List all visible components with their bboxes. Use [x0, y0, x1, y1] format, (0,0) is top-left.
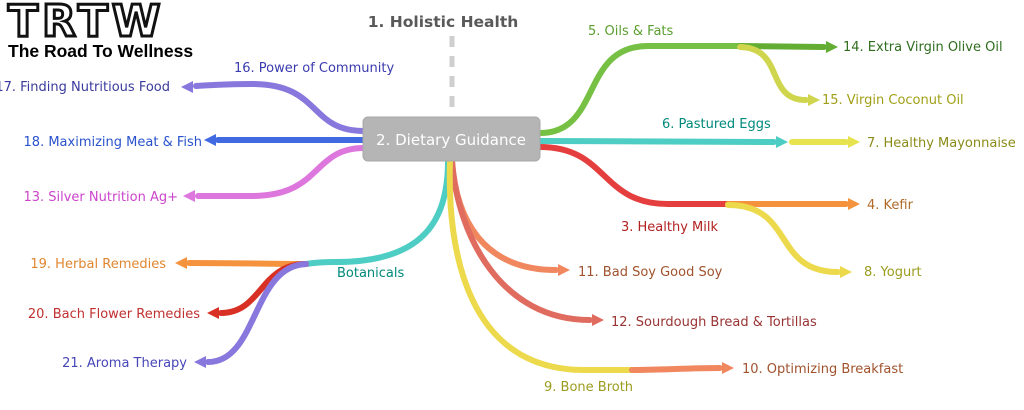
node-dietary-guidance-label[interactable]: 2. Dietary Guidance: [376, 131, 526, 149]
arrowhead-8: [840, 266, 852, 278]
node-optimizing-breakfast[interactable]: 10. Optimizing Breakfast: [742, 362, 903, 377]
trtw-logo: TRTW The Road To Wellness: [7, 0, 238, 62]
node-botanicals[interactable]: Botanicals: [337, 266, 405, 281]
branch-line-10: [629, 365, 723, 373]
branch-line-11: [449, 158, 559, 273]
arrowhead-10: [722, 362, 734, 374]
node-yogurt[interactable]: 8. Yogurt: [864, 265, 922, 280]
node-maximizing-meat-fish[interactable]: 18. Maximizing Meat & Fish: [24, 135, 202, 150]
node-oils-and-fats[interactable]: 5. Oils & Fats: [588, 24, 674, 39]
node-bone-broth[interactable]: 9. Bone Broth: [544, 380, 633, 395]
arrowhead-19: [175, 257, 187, 269]
trtw-logo-title: TRTW: [7, 0, 165, 47]
arrowhead-20: [207, 307, 219, 319]
node-power-of-community[interactable]: 16. Power of Community: [234, 61, 394, 76]
branch-line-20: [218, 261, 309, 316]
node-bach-flower-remedies[interactable]: 20. Bach Flower Remedies: [28, 307, 200, 322]
branch-line-21: [205, 261, 309, 365]
arrowhead-12: [592, 314, 604, 326]
branch-line-5: [537, 43, 743, 136]
branch-line-15: [737, 44, 809, 103]
branch-line-14: [737, 43, 827, 50]
node-finding-nutritious-food[interactable]: 17. Finding Nutritious Food: [0, 80, 170, 95]
node-holistic-health[interactable]: 1. Holistic Health: [368, 13, 519, 31]
node-bad-soy-good-soy[interactable]: 11. Bad Soy Good Soy: [578, 265, 723, 280]
branch-line-16-17: [193, 80, 367, 134]
arrowhead-15: [808, 94, 820, 106]
node-extra-virgin-olive-oil[interactable]: 14. Extra Virgin Olive Oil: [843, 40, 1003, 55]
arrowhead-17: [181, 81, 193, 93]
branch-line-9: [446, 158, 635, 373]
arrowhead-14: [826, 41, 838, 53]
node-herbal-remedies[interactable]: 19. Herbal Remedies: [30, 257, 166, 272]
arrowhead-21: [194, 356, 206, 368]
branch-line-3: [537, 144, 731, 207]
branch-line-botanicals: [303, 158, 451, 267]
node-kefir[interactable]: 4. Kefir: [867, 198, 914, 213]
arrowhead-18: [204, 134, 216, 146]
arrowhead-4: [848, 198, 860, 210]
arrowhead-7: [848, 136, 860, 148]
arrowhead-11: [558, 264, 570, 276]
arrowhead-13: [183, 190, 195, 202]
node-dietary-guidance-box[interactable]: [362, 116, 541, 162]
node-healthy-mayonnaise[interactable]: 7. Healthy Mayonnaise: [867, 136, 1016, 151]
node-pastured-eggs[interactable]: 6. Pastured Eggs: [662, 117, 771, 132]
branch-line-8: [725, 202, 841, 275]
branch-line-13: [195, 145, 367, 199]
node-aroma-therapy[interactable]: 21. Aroma Therapy: [62, 356, 187, 371]
node-healthy-milk[interactable]: 3. Healthy Milk: [621, 220, 718, 235]
node-sourdough-bread-tortillas[interactable]: 12. Sourdough Bread & Tortillas: [611, 315, 817, 330]
trtw-logo-subtitle: The Road To Wellness: [8, 41, 194, 61]
node-virgin-coconut-oil[interactable]: 15. Virgin Coconut Oil: [822, 93, 964, 108]
branch-line-6: [537, 138, 777, 145]
branch-line-12: [449, 158, 593, 323]
node-silver-nutrition[interactable]: 13. Silver Nutrition Ag+: [23, 190, 178, 205]
arrowhead-6: [776, 136, 788, 148]
